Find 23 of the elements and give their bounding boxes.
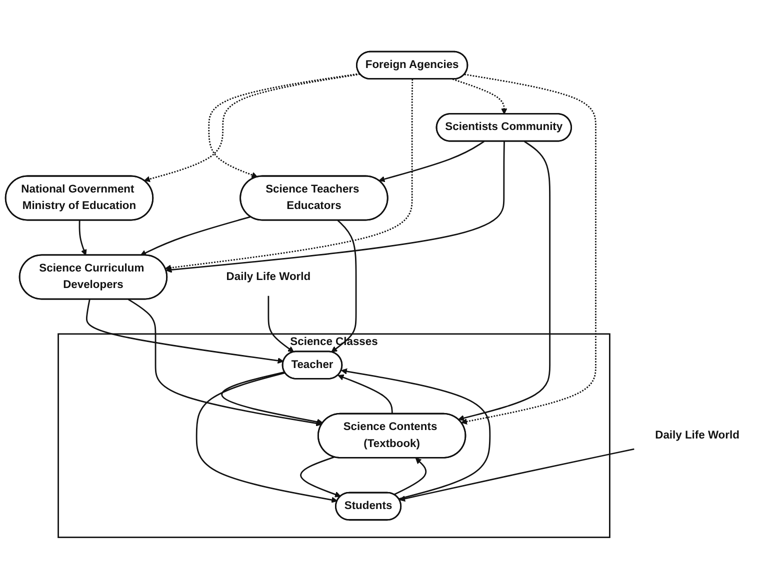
arrow xyxy=(221,370,324,424)
arrow xyxy=(338,374,393,414)
arrow xyxy=(144,73,360,182)
arrow xyxy=(208,72,360,178)
arrow xyxy=(452,78,508,114)
node-text: Daily Life World xyxy=(226,270,311,282)
arrow xyxy=(128,298,322,426)
arrow xyxy=(331,219,357,352)
arrow xyxy=(461,73,596,424)
arrow xyxy=(140,216,251,256)
arrow xyxy=(78,220,87,256)
arrow xyxy=(378,140,485,182)
arrow xyxy=(166,140,505,272)
arrow xyxy=(394,457,427,495)
arrow xyxy=(196,372,338,502)
arrow xyxy=(399,448,634,502)
arrow xyxy=(341,368,491,500)
arrow xyxy=(268,295,294,352)
arrow xyxy=(86,298,284,364)
arrow xyxy=(165,78,414,270)
arrow xyxy=(300,456,341,497)
node-text: Daily Life World xyxy=(655,428,740,441)
arrow xyxy=(458,140,550,421)
